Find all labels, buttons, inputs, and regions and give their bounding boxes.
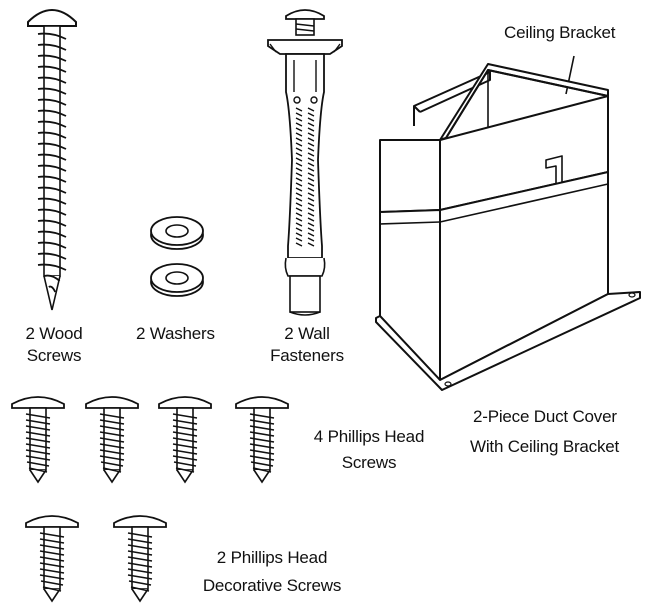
phillips-screw-icon — [11, 396, 65, 483]
phillips-screw-icon — [25, 515, 79, 602]
wood-screws-label-line2: Screws — [26, 346, 82, 365]
washer-icon — [150, 216, 204, 250]
phillips-screw-icon — [158, 396, 212, 483]
duct-cover-label-line2: With Ceiling Bracket — [470, 437, 620, 456]
wall-fasteners-label-line2: Fasteners — [270, 346, 344, 365]
wall-fasteners-label-line1: 2 Wall — [284, 324, 330, 343]
duct-cover-icon — [375, 55, 641, 391]
phillips-screws-label-line2: Screws — [341, 453, 397, 472]
wood-screw-icon — [27, 9, 77, 311]
washer-icon — [150, 263, 204, 297]
duct-cover-label-line1: 2-Piece Duct Cover — [473, 407, 617, 426]
wall-fastener-icon — [267, 9, 343, 316]
ceiling-bracket-label: Ceiling Bracket — [504, 23, 616, 42]
decorative-screws-label-line2: Decorative Screws — [202, 576, 342, 595]
phillips-screw-icon — [85, 396, 139, 483]
phillips-screw-icon — [235, 396, 289, 483]
phillips-screw-icon — [113, 515, 167, 602]
decorative-screws-label-line1: 2 Phillips Head — [216, 548, 328, 567]
wood-screws-label-line1: 2 Wood — [25, 324, 83, 343]
phillips-screws-label-line1: 4 Phillips Head — [313, 427, 425, 446]
washers-label: 2 Washers — [136, 324, 215, 343]
